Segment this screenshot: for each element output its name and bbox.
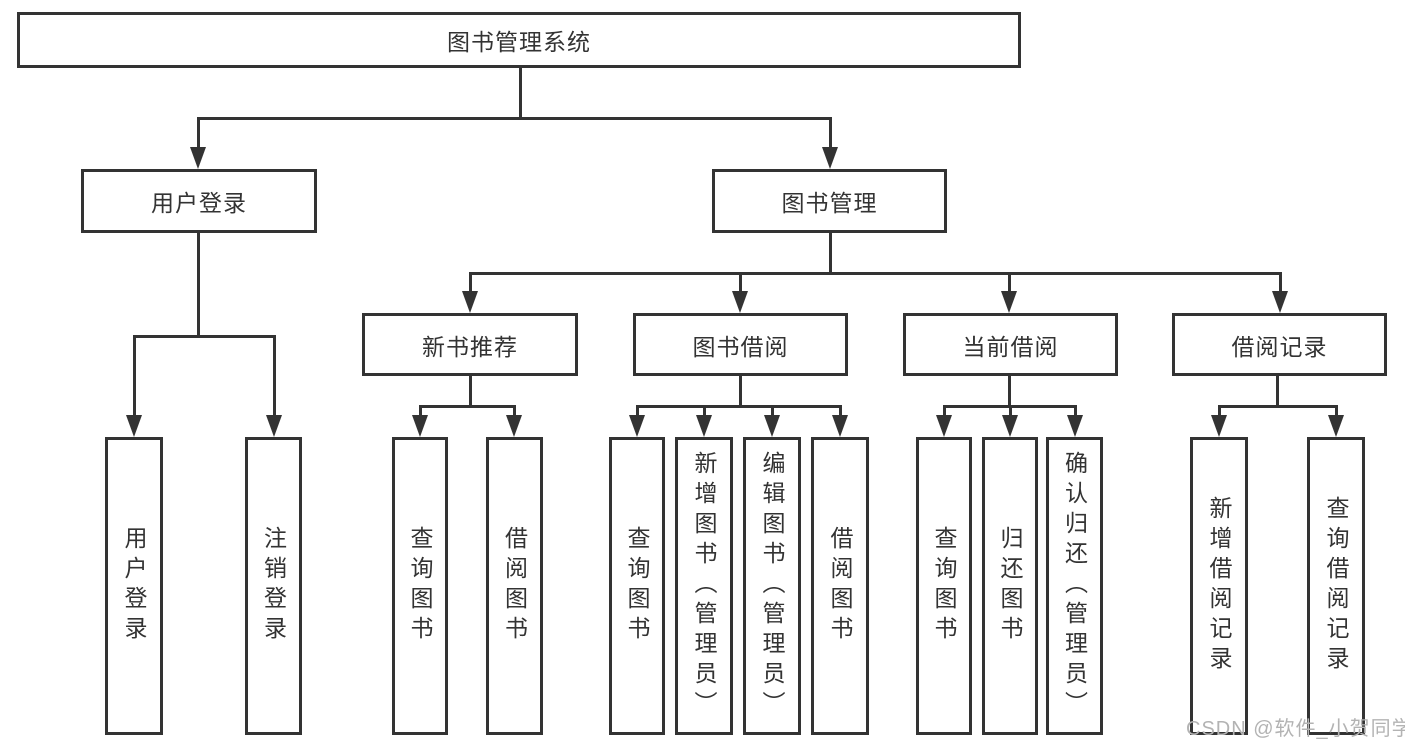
connector [636,405,639,420]
connector [469,376,472,408]
arrowhead-icon [1328,415,1344,437]
node-root-label: 图书管理系统 [447,29,591,55]
arrowhead-icon [1067,415,1083,437]
leaf-add-borrow-record: 新增借阅记录 [1190,437,1248,735]
node-current-borrow: 当前借阅 [903,313,1118,376]
arrowhead-icon [412,415,428,437]
connector [469,272,1281,275]
arrowhead-icon [190,147,206,169]
arrowhead-icon [1272,291,1288,313]
connector [839,405,842,420]
connector [133,335,136,418]
arrowhead-icon [1001,291,1017,313]
leaf-edit-books-admin: 编辑图书（管理员） [743,437,801,735]
arrowhead-icon [696,415,712,437]
leaf-confirm-return-admin: 确认归还（管理员） [1046,437,1103,735]
node-user-login-label: 用户登录 [151,190,247,216]
csdn-watermark: CSDN @软件_小贺同学 [1186,718,1405,740]
leaf-return-books: 归还图书 [982,437,1038,735]
connector [1279,272,1282,295]
connector [829,233,832,275]
connector [197,233,200,338]
node-root: 图书管理系统 [17,12,1021,68]
arrowhead-icon [126,415,142,437]
connector [1008,376,1011,408]
connector [1074,405,1077,420]
connector [636,405,841,408]
arrowhead-icon [266,415,282,437]
node-borrow-records-label: 借阅记录 [1231,333,1328,360]
connector [703,405,706,420]
leaf-logout-label: 注销登录 [260,526,287,646]
arrowhead-icon [462,291,478,313]
arrowhead-icon [822,147,838,169]
leaf-query-books-borrow: 查询图书 [609,437,665,735]
leaf-add-books-admin-label: 新增图书（管理员） [691,451,717,721]
connector [739,376,742,408]
node-book-management-label: 图书管理 [781,190,878,216]
node-book-borrow-label: 图书借阅 [692,333,789,360]
arrowhead-icon [1002,415,1018,437]
leaf-query-borrow-record: 查询借阅记录 [1307,437,1365,735]
arrowhead-icon [764,415,780,437]
connector [771,405,774,420]
leaf-query-books-current-label: 查询图书 [931,526,957,646]
leaf-query-borrow-record-label: 查询借阅记录 [1323,496,1349,676]
leaf-add-books-admin: 新增图书（管理员） [675,437,733,735]
node-book-borrow: 图书借阅 [633,313,848,376]
leaf-query-books-current: 查询图书 [916,437,972,735]
connector [1008,272,1011,295]
node-book-management: 图书管理 [712,169,947,233]
leaf-user-login-label: 用户登录 [121,526,147,646]
leaf-user-login: 用户登录 [105,437,163,735]
connector [1276,376,1279,408]
connector [1218,405,1221,420]
leaf-query-books-borrow-label: 查询图书 [624,526,650,646]
leaf-edit-books-admin-label: 编辑图书（管理员） [759,451,785,721]
connector [197,117,200,150]
arrowhead-icon [506,415,522,437]
node-new-book-recommend-label: 新书推荐 [422,333,518,360]
leaf-borrow-books-label: 借阅图书 [827,526,853,646]
leaf-confirm-return-admin-label: 确认归还（管理员） [1061,451,1088,721]
connector [273,335,276,418]
node-current-borrow-label: 当前借阅 [962,333,1059,360]
connector [197,117,831,120]
arrowhead-icon [1211,415,1227,437]
connector [519,68,522,119]
connector [1335,405,1338,420]
leaf-borrow-books-recommend-label: 借阅图书 [501,526,528,646]
connector [419,405,515,408]
node-user-login: 用户登录 [81,169,317,233]
connector [1218,405,1337,408]
leaf-query-books-recommend-label: 查询图书 [407,526,433,646]
connector [469,272,472,295]
arrowhead-icon [832,415,848,437]
leaf-return-books-label: 归还图书 [997,526,1023,646]
node-borrow-records: 借阅记录 [1172,313,1387,376]
connector [739,272,742,295]
connector [943,405,946,420]
leaf-query-books-recommend: 查询图书 [392,437,448,735]
connector [513,405,516,420]
connector [419,405,422,420]
arrowhead-icon [732,291,748,313]
connector [1009,405,1012,420]
leaf-logout: 注销登录 [245,437,302,735]
node-new-book-recommend: 新书推荐 [362,313,578,376]
leaf-borrow-books: 借阅图书 [811,437,869,735]
connector [829,117,832,150]
leaf-add-borrow-record-label: 新增借阅记录 [1206,496,1232,676]
arrowhead-icon [936,415,952,437]
connector [133,335,276,338]
arrowhead-icon [629,415,645,437]
leaf-borrow-books-recommend: 借阅图书 [486,437,543,735]
